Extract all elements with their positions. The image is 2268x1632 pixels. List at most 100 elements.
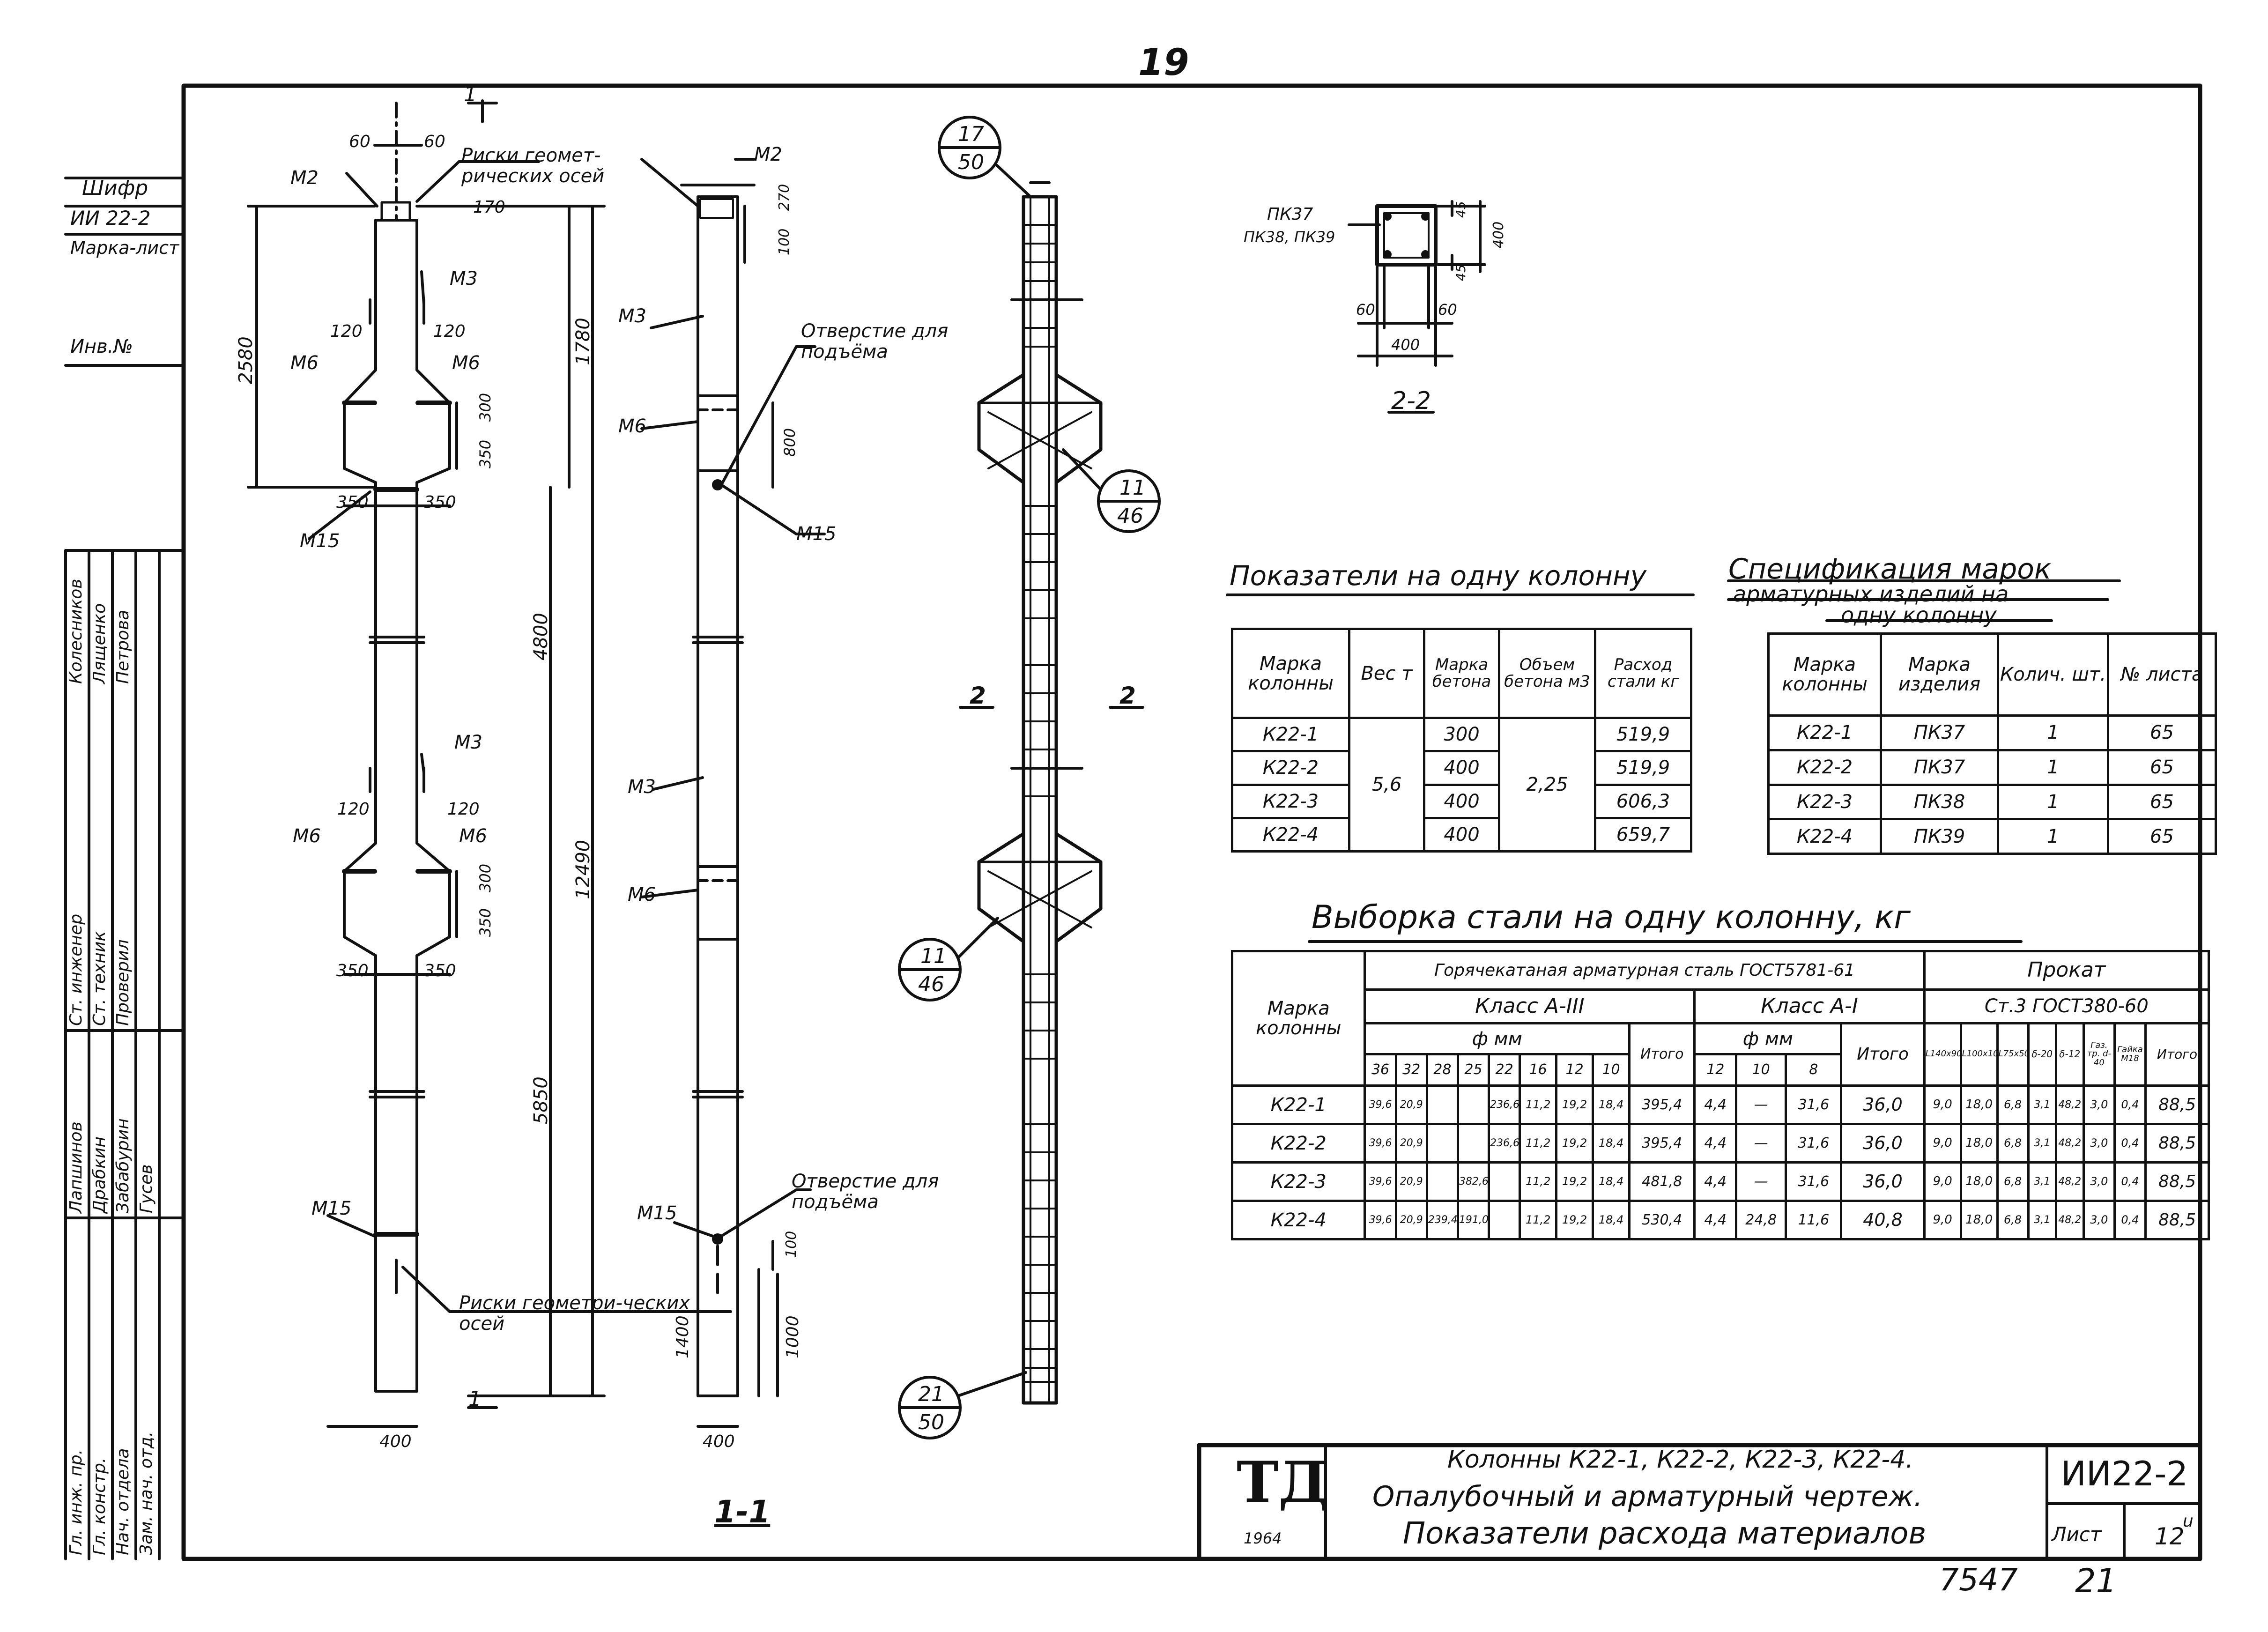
col-header: № листа (2107, 632, 2217, 717)
cell: 4,4 (1693, 1200, 1737, 1240)
col-header-rolled-item: Итого (2144, 1022, 2210, 1087)
cell: 18,0 (1959, 1161, 1999, 1202)
dim-label: 45 (1453, 201, 1468, 218)
cell: 48,2 (2054, 1161, 2085, 1202)
cell: 300 (1423, 716, 1500, 753)
sidebar-role: Проверил (113, 939, 133, 1026)
dim-label: 270 (776, 184, 793, 211)
dim-label: 100 (783, 1231, 800, 1258)
dim-label: 350 (476, 439, 494, 468)
table-row: К22-3 ПК38 1 65 (1767, 783, 2217, 821)
cell: 48,2 (2054, 1200, 2085, 1240)
sidebar-cipher-label: Шифр (82, 176, 148, 200)
col-header-rolled-item: L75x50x6 (1996, 1022, 2030, 1087)
cell: 18,0 (1959, 1200, 1999, 1240)
mark-label: М2 (290, 167, 319, 189)
cell: — (1734, 1084, 1787, 1125)
callout-number: 17 (958, 122, 984, 146)
diam-header: 8 (1785, 1053, 1843, 1087)
cell: 88,5 (2144, 1200, 2210, 1240)
cell: 88,5 (2144, 1161, 2210, 1202)
col-header-phi: ф мм (1364, 1022, 1631, 1056)
cell: 39,6 (1364, 1161, 1397, 1202)
col-header: Колич. шт. (1997, 632, 2109, 717)
dim-label: 400 (379, 1432, 412, 1451)
col-header-rolled-item: Газ. тр. d-40 (2082, 1022, 2116, 1087)
col-header-hot-rolled: Горячекатаная арматурная сталь ГОСТ5781-… (1364, 950, 1926, 991)
cell: 3,1 (2027, 1200, 2057, 1240)
cell: 6,8 (1996, 1123, 2030, 1164)
cell (1425, 1123, 1459, 1164)
diam-header: 25 (1456, 1053, 1490, 1087)
cell: 9,0 (1923, 1123, 1962, 1164)
cell: 40,8 (1840, 1200, 1926, 1240)
cell: 0,4 (2113, 1161, 2147, 1202)
dim-label: 60 (1438, 301, 1457, 319)
indicators-title: Показатели на одну колонну (1230, 560, 1647, 592)
mark-label: М3 (618, 305, 646, 327)
table-row: К22-1 5,6 300 2,25 519,9 (1231, 716, 1692, 853)
col-header-rolled: Прокат (1923, 950, 2210, 991)
callout-number: 21 (918, 1382, 944, 1406)
indicators-table: Марка колонны Вес т Марка бетона Объем б… (1231, 628, 1692, 853)
cell: К22-4 (1767, 818, 1882, 855)
cell: 0,4 (2113, 1084, 2147, 1125)
sidebar-name: Забабурин (113, 1118, 133, 1213)
cell: 4,4 (1693, 1084, 1737, 1125)
hole-note: Отверстие для подъёма (801, 320, 949, 363)
section-title-1-1: 1-1 (714, 1494, 771, 1530)
col-header-total: Итого (1628, 1022, 1696, 1087)
diam-header: 22 (1488, 1053, 1521, 1087)
cell: 3,0 (2082, 1123, 2116, 1164)
table-row: К22-4 39,6 20,9 239,4 191,0 11,2 19,2 18… (1230, 1200, 2210, 1240)
cell: 6,8 (1996, 1084, 2030, 1125)
dim-label: 800 (781, 428, 799, 457)
callout-sheet: 46 (1117, 504, 1143, 528)
cell: 31,6 (1785, 1084, 1843, 1125)
cell: К22-3 (1231, 783, 1350, 819)
sidebar-code: ИИ 22-2 (70, 207, 151, 230)
spec-title-line: арматурных изделий на (1733, 581, 2009, 607)
sidebar-role: Зам. нач. отд. (137, 1431, 156, 1555)
dim-label: 400 (1391, 336, 1420, 354)
sheet-number: 12 (2155, 1523, 2185, 1550)
dim-label: 170 (473, 198, 505, 217)
steel-table: Марка колонны Горячекатаная арматурная с… (1230, 950, 2210, 1240)
title-line-2: Опалубочный и арматурный чертеж. (1372, 1480, 1923, 1513)
mark-label: М6 (452, 352, 480, 374)
inventory-number: 7547 (1939, 1562, 2018, 1598)
section-2-mark: 2 (1119, 682, 1136, 709)
dim-label: 300 (476, 863, 494, 892)
cell: 5,6 (1348, 717, 1425, 853)
cell: 0,4 (2113, 1123, 2147, 1164)
cell: 659,7 (1594, 816, 1692, 853)
diam-header: 36 (1364, 1053, 1397, 1087)
cell: 519,9 (1594, 750, 1692, 786)
cell: 20,9 (1394, 1123, 1428, 1164)
dim-label: 60 (349, 132, 371, 151)
product-label: ПК38, ПК39 (1244, 228, 1335, 246)
cell: 6,8 (1996, 1161, 2030, 1202)
page-number-top: 19 (1138, 42, 1189, 84)
col-header-rolled-item: L100x10 (1959, 1022, 1999, 1087)
diam-header: 32 (1394, 1053, 1428, 1087)
col-header: Марка колонны (1767, 632, 1882, 717)
cell: 4,4 (1693, 1123, 1737, 1164)
dim-label: 120 (337, 800, 370, 819)
logo-year: 1964 (1244, 1529, 1282, 1547)
cell: 239,4 (1425, 1200, 1459, 1240)
cell: 3,1 (2027, 1123, 2057, 1164)
cell: 24,8 (1734, 1200, 1787, 1240)
col-header-rolled-item: δ-12 (2054, 1022, 2085, 1087)
sec-mark: 1 (468, 1387, 482, 1411)
spec-title-line: Спецификация марок (1728, 553, 2052, 586)
col-header-rolled-item: Гайка М18 (2113, 1022, 2147, 1087)
cell: ПК39 (1880, 818, 1999, 855)
row-mark: К22-3 (1230, 1161, 1366, 1202)
cell (1488, 1161, 1521, 1202)
table-row: К22-1 ПК37 1 65 (1767, 714, 2217, 751)
diam-header: 10 (1734, 1053, 1787, 1087)
cell: 88,5 (2144, 1084, 2210, 1125)
cell: 88,5 (2144, 1123, 2210, 1164)
callout-number: 11 (1119, 476, 1146, 500)
